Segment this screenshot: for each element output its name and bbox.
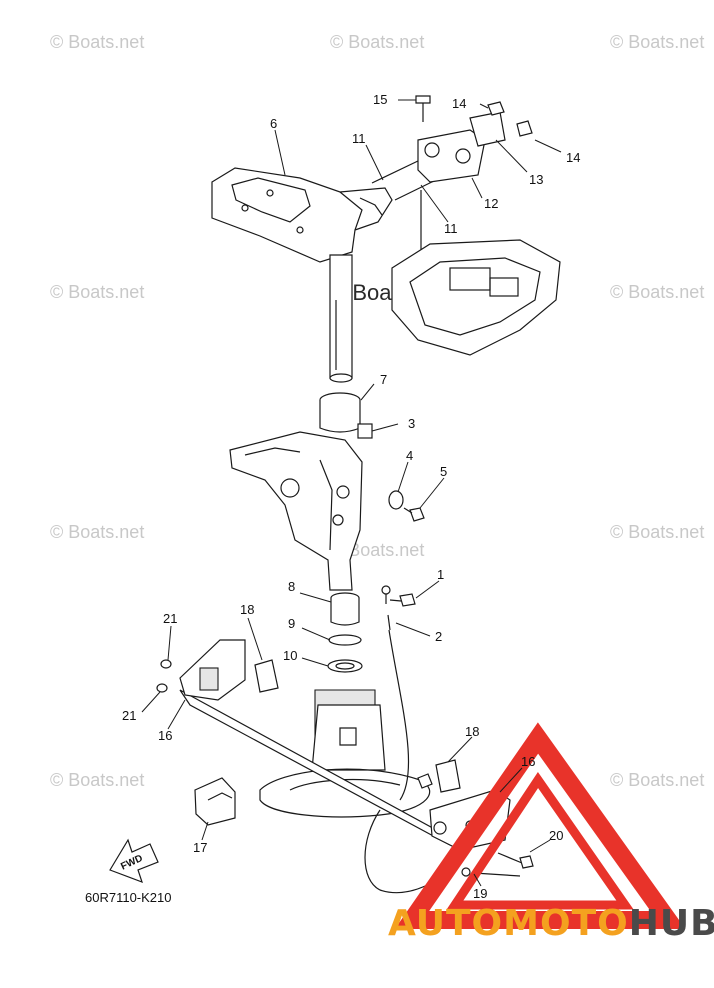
part-mount-cluster xyxy=(415,95,533,183)
watermark: © Boats.net xyxy=(610,32,705,52)
callout-label: 12 xyxy=(484,196,498,211)
callout-label: 14 xyxy=(566,150,580,165)
callout-label: 16 xyxy=(521,754,535,769)
callout-label: 18 xyxy=(465,724,479,739)
part-washer-bolt xyxy=(388,490,425,522)
watermark: © Boats.net xyxy=(50,522,145,542)
callout-label: 6 xyxy=(270,116,277,131)
callout-label: 10 xyxy=(283,648,297,663)
callout-label: 4 xyxy=(406,448,413,463)
fwd-arrow xyxy=(109,838,159,884)
part-clamp-rods xyxy=(179,639,511,851)
callout-label: 1 xyxy=(437,567,444,582)
watermark: © Boats.net xyxy=(50,770,145,790)
callout-label: 14 xyxy=(452,96,466,111)
part-mount-plate xyxy=(391,239,561,356)
watermark: © Boats.net xyxy=(610,522,705,542)
part-lower-housing xyxy=(259,689,431,818)
callout-label: 13 xyxy=(529,172,543,187)
watermark: © Boats.net xyxy=(610,770,705,790)
callout-label: 3 xyxy=(408,416,415,431)
part-steering-bracket xyxy=(211,167,393,383)
callout-label: 7 xyxy=(380,372,387,387)
brand-wordmark-part2: HUB xyxy=(628,903,714,944)
watermark: © Boats.net xyxy=(610,282,705,302)
callout-label: 9 xyxy=(288,616,295,631)
watermark: © Boats.net xyxy=(330,32,425,52)
part-bolts-lower xyxy=(156,659,534,877)
callout-label: 16 xyxy=(158,728,172,743)
part-bushing-seal-stack xyxy=(327,592,363,673)
diagram-part-code: 60R7110-K210 xyxy=(85,890,172,905)
part-swivel-bracket xyxy=(229,431,363,591)
callout-label: 11 xyxy=(352,131,366,146)
callout-labels: 15 14 6 11 13 14 12 11 7 3 4 5 1 8 2 9 1… xyxy=(119,92,580,901)
watermark: © Boats.net xyxy=(50,282,145,302)
callout-label: 5 xyxy=(440,464,447,479)
part-bushing xyxy=(319,392,373,439)
callout-label: 21 xyxy=(163,611,177,626)
brand-triangle-logo xyxy=(394,722,686,929)
callout-label: 2 xyxy=(435,629,442,644)
brand-wordmark-part1: AUTOMOTO xyxy=(388,903,629,944)
callout-label: 21 xyxy=(122,708,136,723)
part-thrust-pad xyxy=(194,777,236,826)
callout-label: 17 xyxy=(193,840,207,855)
callout-label: 8 xyxy=(288,579,295,594)
callout-label: 20 xyxy=(549,828,563,843)
leader-lines xyxy=(141,99,562,887)
callout-label: 18 xyxy=(240,602,254,617)
callout-label: 11 xyxy=(444,221,458,236)
callout-label: 15 xyxy=(373,92,387,107)
watermark: © Boats.net xyxy=(50,32,145,52)
callout-label: 19 xyxy=(473,886,487,901)
brand-wordmark: AUTOMOTOHUB xyxy=(388,903,714,944)
